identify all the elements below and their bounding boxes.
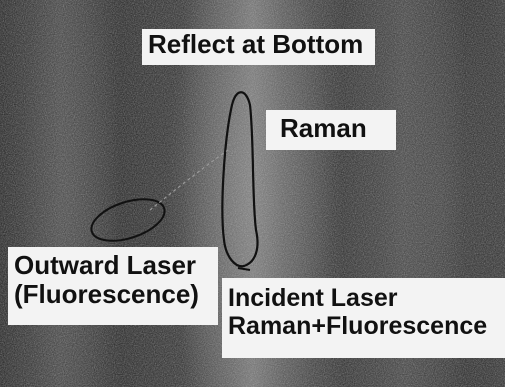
label-reflect-at-bottom: Reflect at Bottom [142, 29, 375, 65]
outward-ellipse-outline [86, 191, 169, 249]
beam-line [150, 150, 228, 210]
label-line-1: Incident Laser [228, 284, 499, 312]
beam-line [238, 268, 250, 270]
label-outward-laser: Outward Laser (Fluorescence) [8, 247, 218, 325]
label-text: Raman [280, 113, 367, 143]
label-line-1: Outward Laser [14, 251, 212, 280]
raman-loop-outline [222, 92, 257, 266]
label-incident-laser: Incident Laser Raman+Fluorescence [222, 278, 505, 358]
label-line-2: Raman+Fluorescence [228, 312, 499, 340]
label-line-2: (Fluorescence) [14, 280, 212, 309]
label-text: Reflect at Bottom [148, 29, 363, 59]
label-raman: Raman [266, 110, 396, 150]
